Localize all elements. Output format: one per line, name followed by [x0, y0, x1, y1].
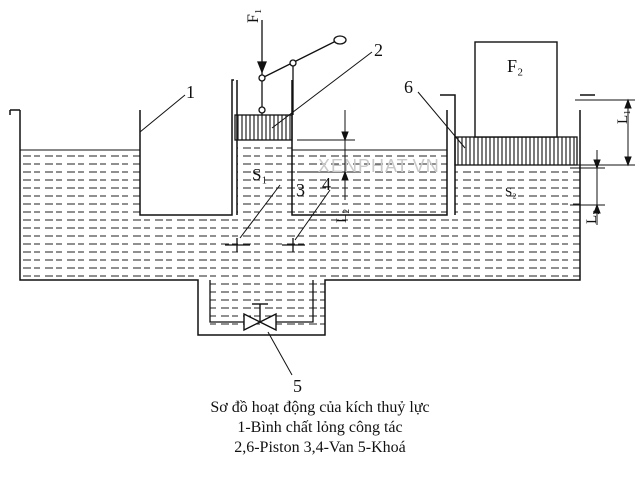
callout-1: 1: [186, 82, 195, 102]
label-f1: F₁: [245, 9, 262, 23]
dimension-lines: [297, 98, 635, 225]
label-s1: S₁: [252, 165, 267, 184]
liquid-fill: [20, 140, 580, 330]
load-block-f2: [474, 41, 558, 138]
caption-legend-2: 2,6-Piston 3,4-Van 5-Khoá: [234, 439, 406, 456]
label-f2: F₂: [507, 56, 523, 76]
label-l2-left: L₂: [334, 209, 350, 223]
diagram-caption: Sơ đồ hoạt động của kích thuỷ lực 1-Bình…: [0, 398, 640, 458]
pump-lever: [257, 20, 347, 115]
lock-valve-5: [243, 303, 277, 332]
label-l1: L₁: [615, 110, 631, 124]
bypass-pipe: [209, 280, 314, 323]
callout-3: 3: [296, 180, 305, 200]
watermark-text: XENPHAT.VN: [318, 156, 440, 176]
caption-legend-1: 1-Bình chất lỏng công tác: [237, 419, 403, 436]
leader-lines: [139, 51, 466, 376]
caption-title: Sơ đồ hoạt động của kích thuỷ lực: [210, 399, 430, 416]
callout-5: 5: [293, 376, 302, 396]
label-s2: S₂: [505, 184, 517, 199]
check-valves: [225, 238, 305, 252]
label-l2-right: L₂: [584, 210, 600, 224]
callout-2: 2: [374, 40, 383, 60]
small-piston-2: [234, 114, 293, 141]
large-piston-6: [454, 136, 578, 166]
reservoir-vessel: [9, 79, 595, 336]
hydraulic-jack-diagram: XENPHAT.VN F₁ F₂ S₁ S₂ L₁ L₂ L₂ 1 2 3 4 …: [9, 9, 635, 396]
callout-4: 4: [322, 174, 331, 194]
callout-6: 6: [404, 77, 413, 97]
